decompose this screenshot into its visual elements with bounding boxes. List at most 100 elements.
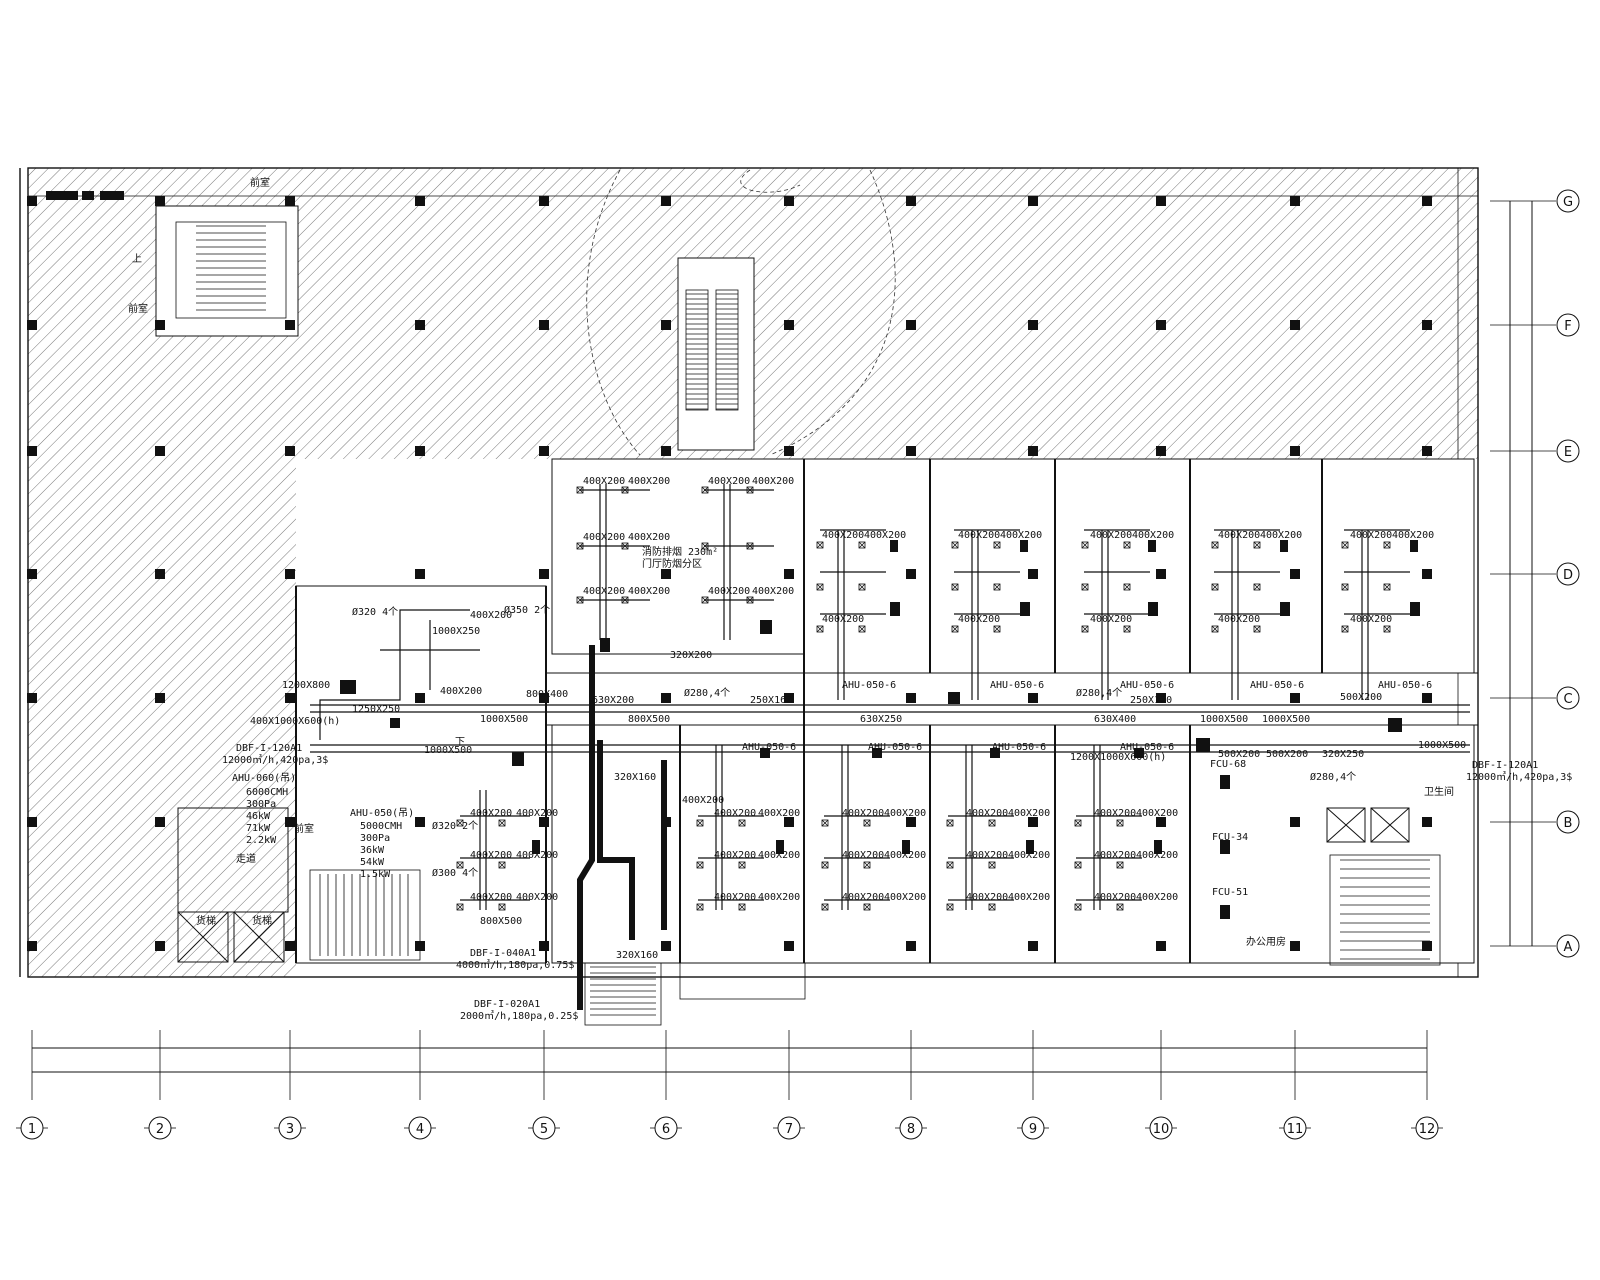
diffuser-box (993, 541, 1001, 549)
dbf-mid-name: DBF-I-040A1 (470, 948, 536, 959)
fcu-2: FCU-51 (1212, 887, 1248, 898)
equipment-block (760, 620, 772, 634)
column-square (1156, 941, 1166, 951)
column-square (1290, 817, 1300, 827)
column-square (27, 196, 37, 206)
ahu-mid-spec-2: 36kW (360, 845, 385, 856)
column-square (1156, 817, 1166, 827)
duct-label: 400X200 (682, 795, 724, 806)
equipment-block (1388, 718, 1402, 732)
diffuser-box (498, 819, 506, 827)
duct-label: 1000X500 (480, 714, 528, 725)
equipment-block (600, 638, 610, 652)
diffuser-box (1116, 903, 1124, 911)
diffuser-box (988, 903, 996, 911)
diffuser-phi320: Ø320 2个 (432, 820, 478, 832)
duct-label: 400X200 (1008, 850, 1050, 861)
room-front-left: 前室 (128, 302, 148, 315)
duct-label: 400X200 (958, 530, 1000, 541)
diffuser-phi280c: Ø280,4个 (1310, 771, 1356, 783)
diffuser-box (1074, 819, 1082, 827)
column-square (415, 817, 425, 827)
column-axis-label: 5 (540, 1122, 548, 1137)
row-axis-label: G (1563, 195, 1573, 210)
column-square (1028, 941, 1038, 951)
dbf-left-name: DBF-I-120A1 (236, 743, 302, 754)
column-square (1156, 693, 1166, 703)
diffuser-box (858, 625, 866, 633)
area-note-2: 门厅防烟分区 (642, 557, 702, 570)
column-square (155, 196, 165, 206)
equipment-block (532, 840, 540, 854)
column-square (415, 196, 425, 206)
ahu-mid-spec-1: 300Pa (360, 833, 390, 844)
row-axis-bubble (1556, 313, 1580, 337)
diffuser-box (576, 486, 584, 494)
diffuser-box (696, 819, 704, 827)
equipment-block (990, 748, 1000, 758)
diffuser-phi280: Ø280,4个 (684, 687, 730, 699)
diffuser-box (1383, 541, 1391, 549)
arc-outline (586, 169, 896, 456)
dbf-left-spec: 12000㎥/h,420pa,3$ (222, 753, 328, 766)
diffuser-phi300: Ø300 4个 (432, 867, 478, 879)
diffuser-box (1253, 625, 1261, 633)
duct-label: 400X200 (470, 892, 512, 903)
row-axis-label: E (1564, 445, 1572, 460)
dbf-low-spec: 2000㎥/h,180pa,0.25$ (460, 1009, 578, 1022)
column-axis-label: 8 (907, 1122, 915, 1137)
duct-label: 630X250 (860, 714, 902, 725)
diffuser-box (621, 542, 629, 550)
column-square (784, 196, 794, 206)
column-square (661, 941, 671, 951)
duct-label: 1000X500 (1200, 714, 1248, 725)
equipment-block (760, 748, 770, 758)
column-square (1422, 320, 1432, 330)
column-square (906, 446, 916, 456)
dbf-mid-spec: 4000㎥/h,180pa,0.75$ (456, 958, 574, 971)
duct-label: 400X200 (1000, 530, 1042, 541)
diffuser-box (701, 596, 709, 604)
duct-label: 400X200 (440, 686, 482, 697)
duct-label: 400X200 (1090, 530, 1132, 541)
duct-label: 400X200 (708, 586, 750, 597)
column-square (415, 446, 425, 456)
ahu-bottom-1: AHU-050-6 (868, 742, 922, 753)
duct-label: 630X200 (592, 695, 634, 706)
diffuser-box (1116, 861, 1124, 869)
duct-label: 400X200 (884, 850, 926, 861)
duct-label: 400X200 (842, 808, 884, 819)
equipment-block (1196, 738, 1210, 752)
diffuser-box (746, 486, 754, 494)
duct-label: 400X200 (864, 530, 906, 541)
column-square (415, 320, 425, 330)
ahu-top-1: AHU-050-6 (990, 680, 1044, 691)
room-toilet: 卫生间 (1424, 785, 1454, 798)
diffuser-box (951, 541, 959, 549)
column-axis-label: 9 (1029, 1122, 1037, 1137)
duct-label: 1000X500 (424, 745, 472, 756)
duct-label: 250X160 (1130, 695, 1172, 706)
diffuser-box (1211, 541, 1219, 549)
column-square (27, 446, 37, 456)
duct-label: 400X200 (752, 586, 794, 597)
stair-up: 上 (132, 253, 142, 265)
duct-label: 400X200 (758, 808, 800, 819)
duct-label: 400X200 (516, 892, 558, 903)
duct-label: 400X200 (708, 476, 750, 487)
column-square (661, 569, 671, 579)
equipment-blocks (340, 540, 1420, 919)
diffuser-box (863, 861, 871, 869)
duct-label: 400X200 (1008, 892, 1050, 903)
column-square (155, 446, 165, 456)
equipment-block (1220, 840, 1230, 854)
equipment-block (890, 602, 900, 616)
column-square (906, 693, 916, 703)
duct-label: 400X200 (470, 808, 512, 819)
diffuser-box (621, 486, 629, 494)
column-axis-label: 3 (286, 1122, 294, 1137)
duct-label: 400X200 (516, 850, 558, 861)
diffuser-box (816, 541, 824, 549)
column-square (1290, 320, 1300, 330)
